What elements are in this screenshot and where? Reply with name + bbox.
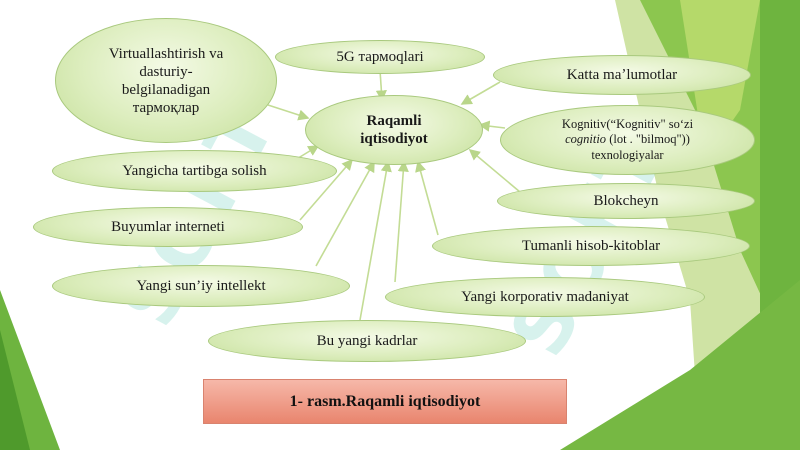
node-virtualization-line2: dasturiy- <box>139 63 193 80</box>
node-new-cadres: Bu yangi kadrlar <box>208 320 526 362</box>
node-ai-label: Yangi sun’iy intellekt <box>136 278 266 294</box>
node-virtualization-line3: belgilanadigan <box>121 81 211 98</box>
node-digital-economy: Raqamli iqtisodiyot <box>305 95 483 165</box>
node-cognitive-line2: cognitio (lot . "bilmoq")) <box>562 132 693 148</box>
node-new-regulation-label: Yangicha tartibga solish <box>122 163 267 179</box>
node-culture-label: Yangi korporativ madaniyat <box>461 289 629 305</box>
center-label-line1: Raqamli <box>366 113 422 129</box>
center-label-line2: iqtisodiyot <box>360 131 428 147</box>
node-virtualization-line1: Virtuallashtirish va <box>108 45 224 62</box>
node-cognitive-rest: (lot . "bilmoq")) <box>606 132 690 147</box>
node-cloud-computing: Tumanli hisob-kitoblar <box>432 226 750 266</box>
node-cadres-label: Bu yangi kadrlar <box>316 333 418 349</box>
node-big-data: Katta maʼlumotlar <box>493 55 751 95</box>
node-5g-label: 5G тармоqlari <box>336 49 424 65</box>
figure-caption-text: 1- rasm.Raqamli iqtisodiyot <box>289 392 481 410</box>
node-new-regulation: Yangicha tartibga solish <box>52 150 337 192</box>
node-ai: Yangi sun’iy intellekt <box>52 265 350 307</box>
node-iot: Buyumlar interneti <box>33 207 303 247</box>
node-blockchain: Blokcheyn <box>497 183 755 219</box>
node-blockchain-label: Blokcheyn <box>593 193 659 209</box>
node-virtualization-line4: тармоқлар <box>132 99 200 116</box>
node-big-data-label: Katta maʼlumotlar <box>566 67 678 83</box>
node-virtualization: Virtuallashtirish va dasturiy- belgilana… <box>55 18 277 143</box>
node-cognitive-italic: cognitio <box>565 132 607 147</box>
node-iot-label: Buyumlar interneti <box>111 219 225 235</box>
node-5g-networks: 5G тармоqlari <box>275 40 485 74</box>
node-cognitive-line3: texnologiyalar <box>591 147 664 162</box>
node-cognitive-tech: Kognitiv(“Kognitiv" soʻzi cognitio (lot … <box>500 105 755 175</box>
figure-caption: 1- rasm.Raqamli iqtisodiyot <box>203 379 567 424</box>
node-cognitive-line1: Kognitiv(“Kognitiv" soʻzi <box>561 116 694 131</box>
node-corporate-culture: Yangi korporativ madaniyat <box>385 277 705 317</box>
node-cloud-label: Tumanli hisob-kitoblar <box>521 238 661 254</box>
